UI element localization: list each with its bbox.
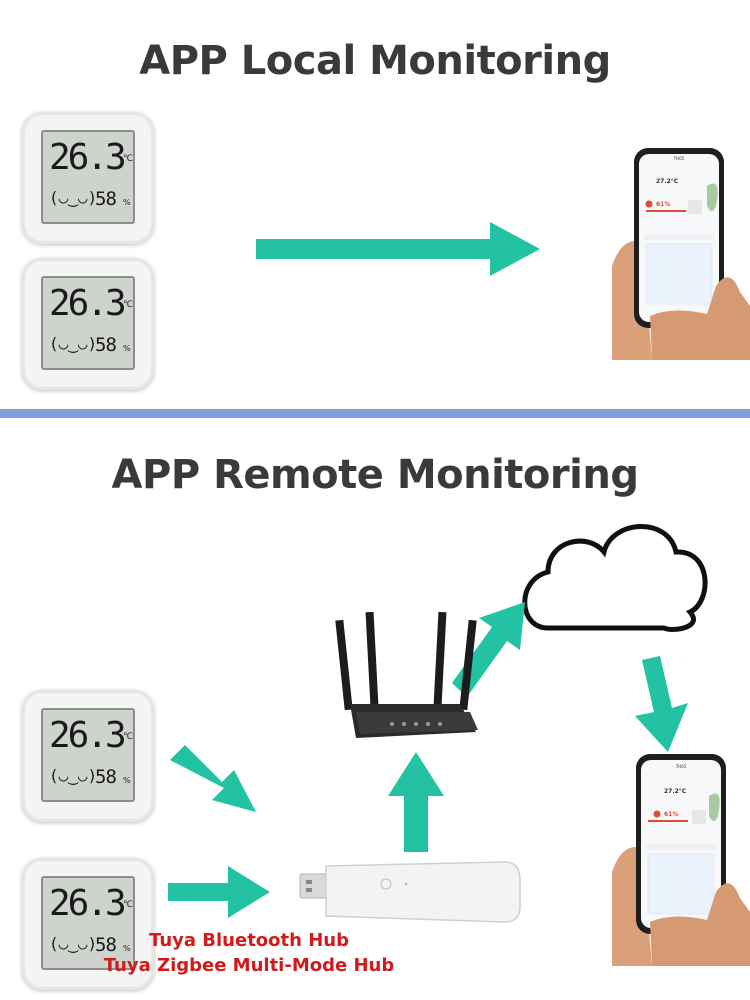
sensor-humidity: 58 — [95, 766, 117, 788]
phone-humidity: 61% — [664, 811, 678, 818]
phone-with-app: TH05 27.2°C 61% — [612, 148, 750, 360]
sensor-humidity-unit: % — [123, 344, 131, 353]
thermometer-sensor: 26.3 ℃ (◡‿◡) 58 % — [22, 112, 154, 244]
phone-with-app: TH05 27.2°C 61% — [612, 754, 750, 966]
sensor-comfort-face: (◡‿◡) — [49, 188, 98, 207]
sensor-lcd: 26.3 ℃ (◡‿◡) 58 % — [41, 708, 135, 802]
thermometer-sensor: 26.3 ℃ (◡‿◡) 58 % — [22, 258, 154, 390]
phone-temperature: 27.2°C — [656, 178, 679, 185]
sensor-humidity: 58 — [95, 334, 117, 356]
hub-to-router-arrow — [388, 752, 444, 852]
phone-humidity: 61% — [656, 201, 670, 208]
sensor-temp-unit: ℃ — [123, 154, 134, 164]
hub-dongle-icon — [299, 861, 521, 923]
sensor-lcd: 26.3 ℃ (◡‿◡) 58 % — [41, 276, 135, 370]
cloud-icon — [522, 524, 708, 632]
sensor-humidity: 58 — [95, 934, 117, 956]
thermometer-sensor: 26.3 ℃ (◡‿◡) 58 % — [22, 858, 154, 990]
thermometer-sensor: 26.3 ℃ (◡‿◡) 58 % — [22, 690, 154, 822]
sensor-temperature: 26.3 — [49, 883, 127, 924]
sensor-lcd: 26.3 ℃ (◡‿◡) 58 % — [41, 876, 135, 970]
sensor-temperature: 26.3 — [49, 283, 127, 324]
sensor-comfort-face: (◡‿◡) — [49, 934, 98, 953]
local-arrow — [256, 222, 540, 276]
sensor-humidity-unit: % — [123, 776, 131, 785]
phone-app-header: TH05 — [673, 156, 685, 161]
sensor-temp-unit: ℃ — [123, 300, 134, 310]
sensor-to-hub-arrow-2 — [168, 866, 270, 918]
sensor-humidity-unit: % — [123, 944, 131, 953]
hub-label-bluetooth: Tuya Bluetooth Hub — [149, 930, 349, 951]
sensor-humidity: 58 — [95, 188, 117, 210]
phone-temperature: 27.2°C — [664, 788, 687, 795]
router-icon — [335, 611, 478, 738]
phone-app-header: TH05 — [675, 764, 687, 769]
local-monitoring-title: APP Local Monitoring — [139, 38, 611, 84]
sensor-temp-unit: ℃ — [123, 900, 134, 910]
remote-monitoring-title: APP Remote Monitoring — [111, 452, 639, 498]
sensor-lcd: 26.3 ℃ (◡‿◡) 58 % — [41, 130, 135, 224]
hub-label-zigbee: Tuya Zigbee Multi-Mode Hub — [103, 955, 395, 976]
cloud-to-phone-arrow — [635, 656, 688, 752]
sensor-comfort-face: (◡‿◡) — [49, 766, 98, 785]
sensor-temp-unit: ℃ — [123, 732, 134, 742]
section-divider — [0, 409, 750, 418]
sensor-temperature: 26.3 — [49, 715, 127, 756]
sensor-comfort-face: (◡‿◡) — [49, 334, 98, 353]
sensor-to-hub-arrow-1 — [170, 745, 256, 812]
sensor-humidity-unit: % — [123, 198, 131, 207]
sensor-temperature: 26.3 — [49, 137, 127, 178]
